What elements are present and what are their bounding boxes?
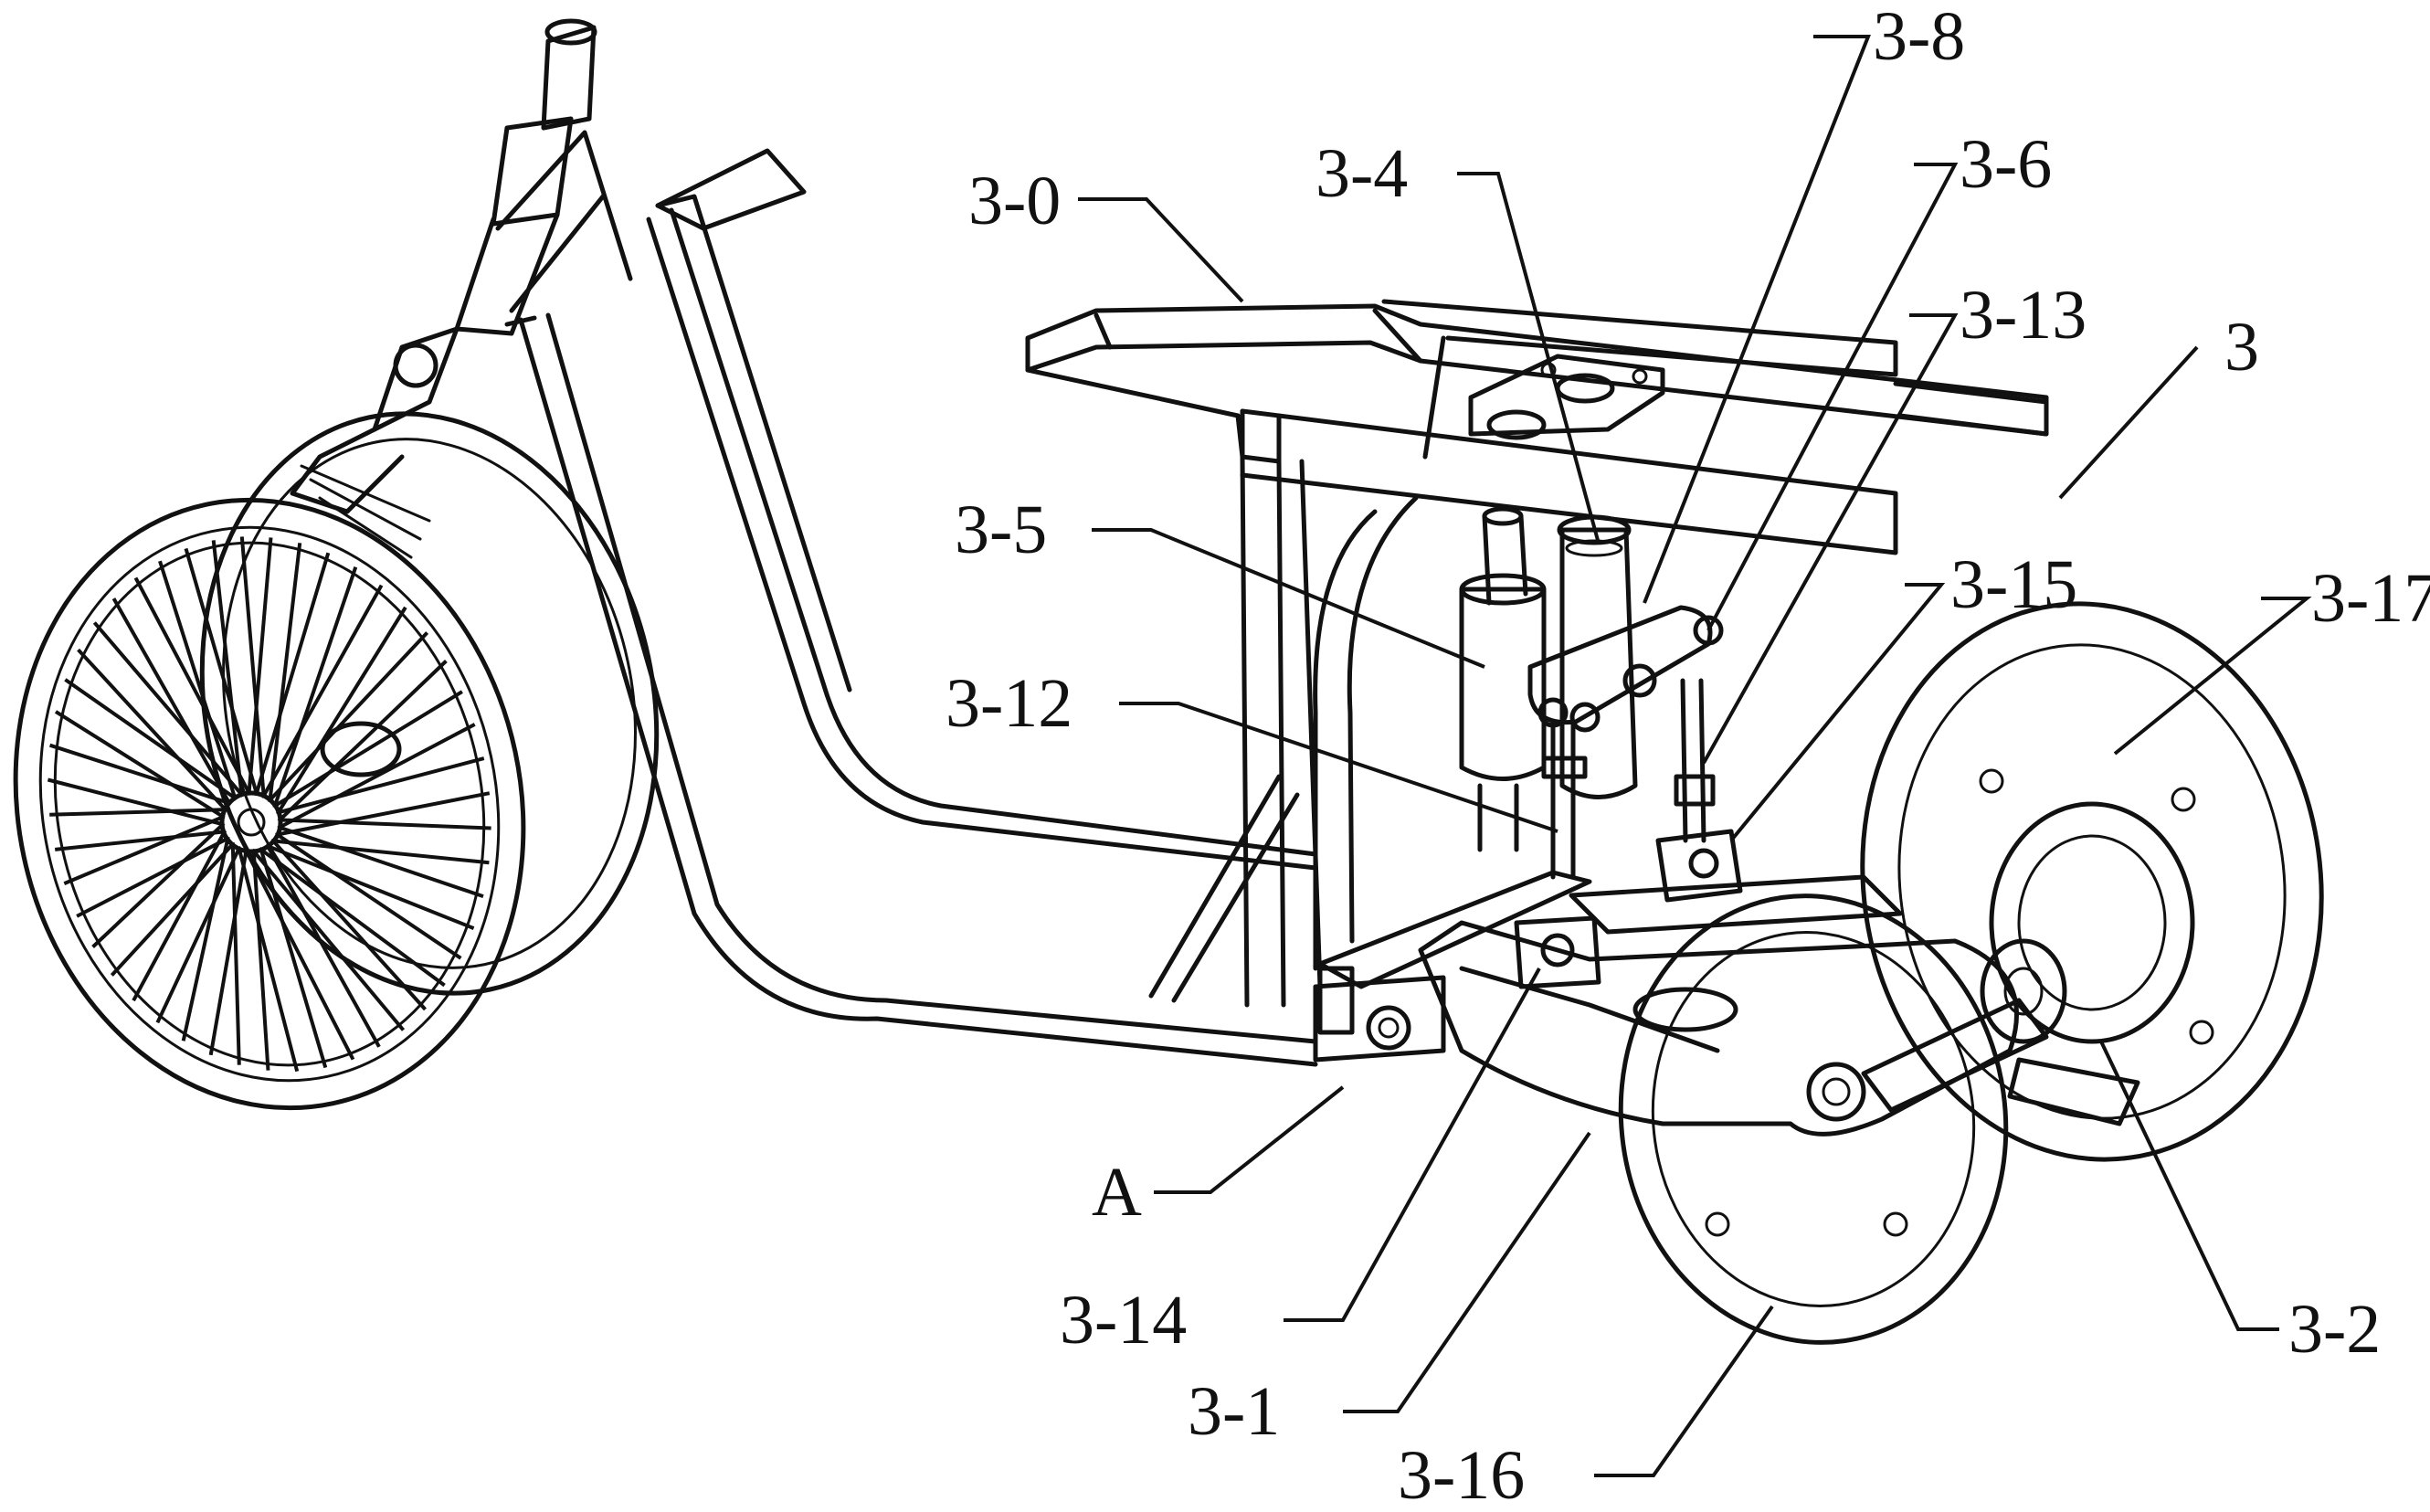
label-3-17: 3-17	[2311, 560, 2430, 637]
label-3-0: 3-0	[968, 163, 1061, 239]
spoke	[92, 621, 245, 798]
spoke	[259, 847, 328, 1069]
seat-rack	[1025, 299, 2049, 555]
cylinders	[1459, 506, 1638, 852]
spoke	[278, 818, 491, 830]
label-3-2: 3-2	[2288, 1291, 2381, 1368]
spoke	[91, 821, 226, 948]
spoke	[272, 690, 463, 809]
label-3-13: 3-13	[1960, 277, 2087, 354]
label-3-12: 3-12	[946, 665, 1072, 742]
spoke	[181, 836, 230, 1041]
label-3-8: 3-8	[1873, 0, 1965, 75]
spoke	[208, 849, 248, 1056]
spoke	[275, 606, 407, 816]
label-3-16: 3-16	[1398, 1437, 1525, 1512]
rocker-plate	[1514, 605, 1743, 989]
label-3-6: 3-6	[1960, 126, 2052, 203]
spoke	[247, 537, 273, 796]
spoke	[64, 678, 238, 801]
spoke	[48, 743, 232, 806]
main-frame	[495, 130, 1419, 1067]
spoke	[237, 846, 300, 1073]
front-wheel-front	[13, 497, 526, 1111]
spoke	[76, 836, 230, 918]
steering-column	[290, 18, 597, 559]
spoke	[267, 631, 429, 803]
spoke	[63, 814, 226, 885]
spoke	[265, 843, 381, 1048]
spoke	[47, 777, 225, 827]
spoke	[230, 842, 241, 1065]
spoke	[250, 848, 406, 1031]
spoke	[211, 540, 244, 798]
spoke	[258, 846, 446, 988]
spoke	[54, 830, 227, 851]
spoke	[54, 710, 226, 819]
swing-arm	[1418, 874, 2019, 1137]
spoke	[270, 839, 490, 865]
spoke	[251, 849, 270, 1071]
spoke	[132, 830, 227, 1002]
spoke	[277, 825, 484, 898]
leader-lines	[1078, 35, 2312, 1477]
spoke	[277, 660, 448, 823]
front-wheel-spokes	[47, 536, 491, 1073]
spoke	[49, 808, 227, 817]
spoke	[158, 560, 238, 801]
spoke	[155, 846, 242, 1024]
label-3-4: 3-4	[1315, 135, 1408, 212]
label-3-15: 3-15	[1950, 546, 2077, 623]
rear-wheel-front	[1618, 893, 2009, 1345]
spoke	[110, 841, 236, 977]
spoke	[276, 756, 485, 815]
spoke	[77, 648, 228, 812]
label-3: 3	[2224, 309, 2259, 386]
spoke	[272, 566, 358, 809]
label-3-1: 3-1	[1188, 1373, 1280, 1450]
spoke	[270, 838, 427, 1011]
pivot-beam	[1313, 870, 1592, 1063]
label-3-14: 3-14	[1060, 1282, 1187, 1359]
rear-wheel-back	[1860, 601, 2324, 1162]
label-A: A	[1092, 1154, 1142, 1231]
spoke	[133, 576, 252, 796]
front-wheels	[13, 411, 660, 1111]
rear-wheels	[1618, 601, 2324, 1345]
spoke	[268, 543, 302, 803]
rear-hub-of-front-pair	[320, 721, 402, 777]
spoke	[243, 848, 355, 1061]
spoke	[275, 832, 462, 960]
spoke	[254, 552, 331, 797]
part-labels: 3-0 3-4 3-8 3-6 3-13 3 3-5 3-15 3-17 3-1…	[946, 0, 2430, 1512]
spoke	[277, 723, 476, 830]
spoke	[239, 536, 266, 798]
front-hub	[219, 790, 283, 854]
spoke	[184, 547, 259, 797]
label-3-5: 3-5	[955, 492, 1047, 568]
spoke	[260, 584, 384, 798]
spoke	[111, 597, 232, 806]
spoke	[275, 791, 491, 837]
spoke	[265, 843, 475, 930]
